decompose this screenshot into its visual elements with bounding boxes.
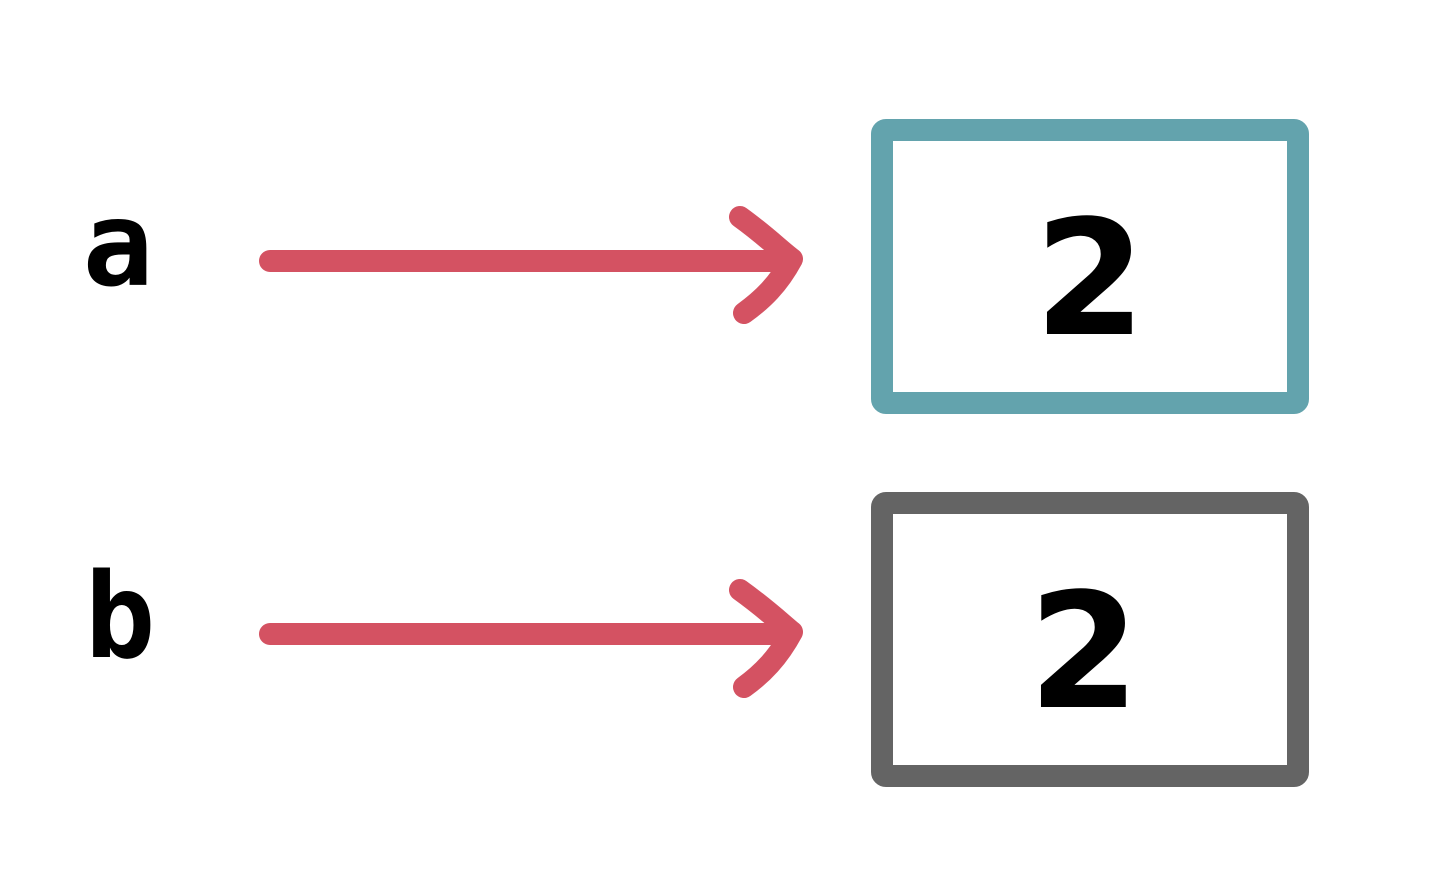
reference-arrow-a	[259, 206, 803, 324]
variable-label-b: b	[84, 547, 155, 685]
reference-arrow-b	[259, 579, 803, 698]
value-text-b: 2	[1028, 558, 1139, 745]
row-b: b 2	[84, 492, 1309, 787]
value-text-a: 2	[1034, 185, 1145, 372]
variable-label-a: a	[82, 175, 153, 313]
row-a: a 2	[82, 119, 1309, 414]
value-box-b	[871, 492, 1309, 787]
value-box-a	[871, 119, 1309, 414]
